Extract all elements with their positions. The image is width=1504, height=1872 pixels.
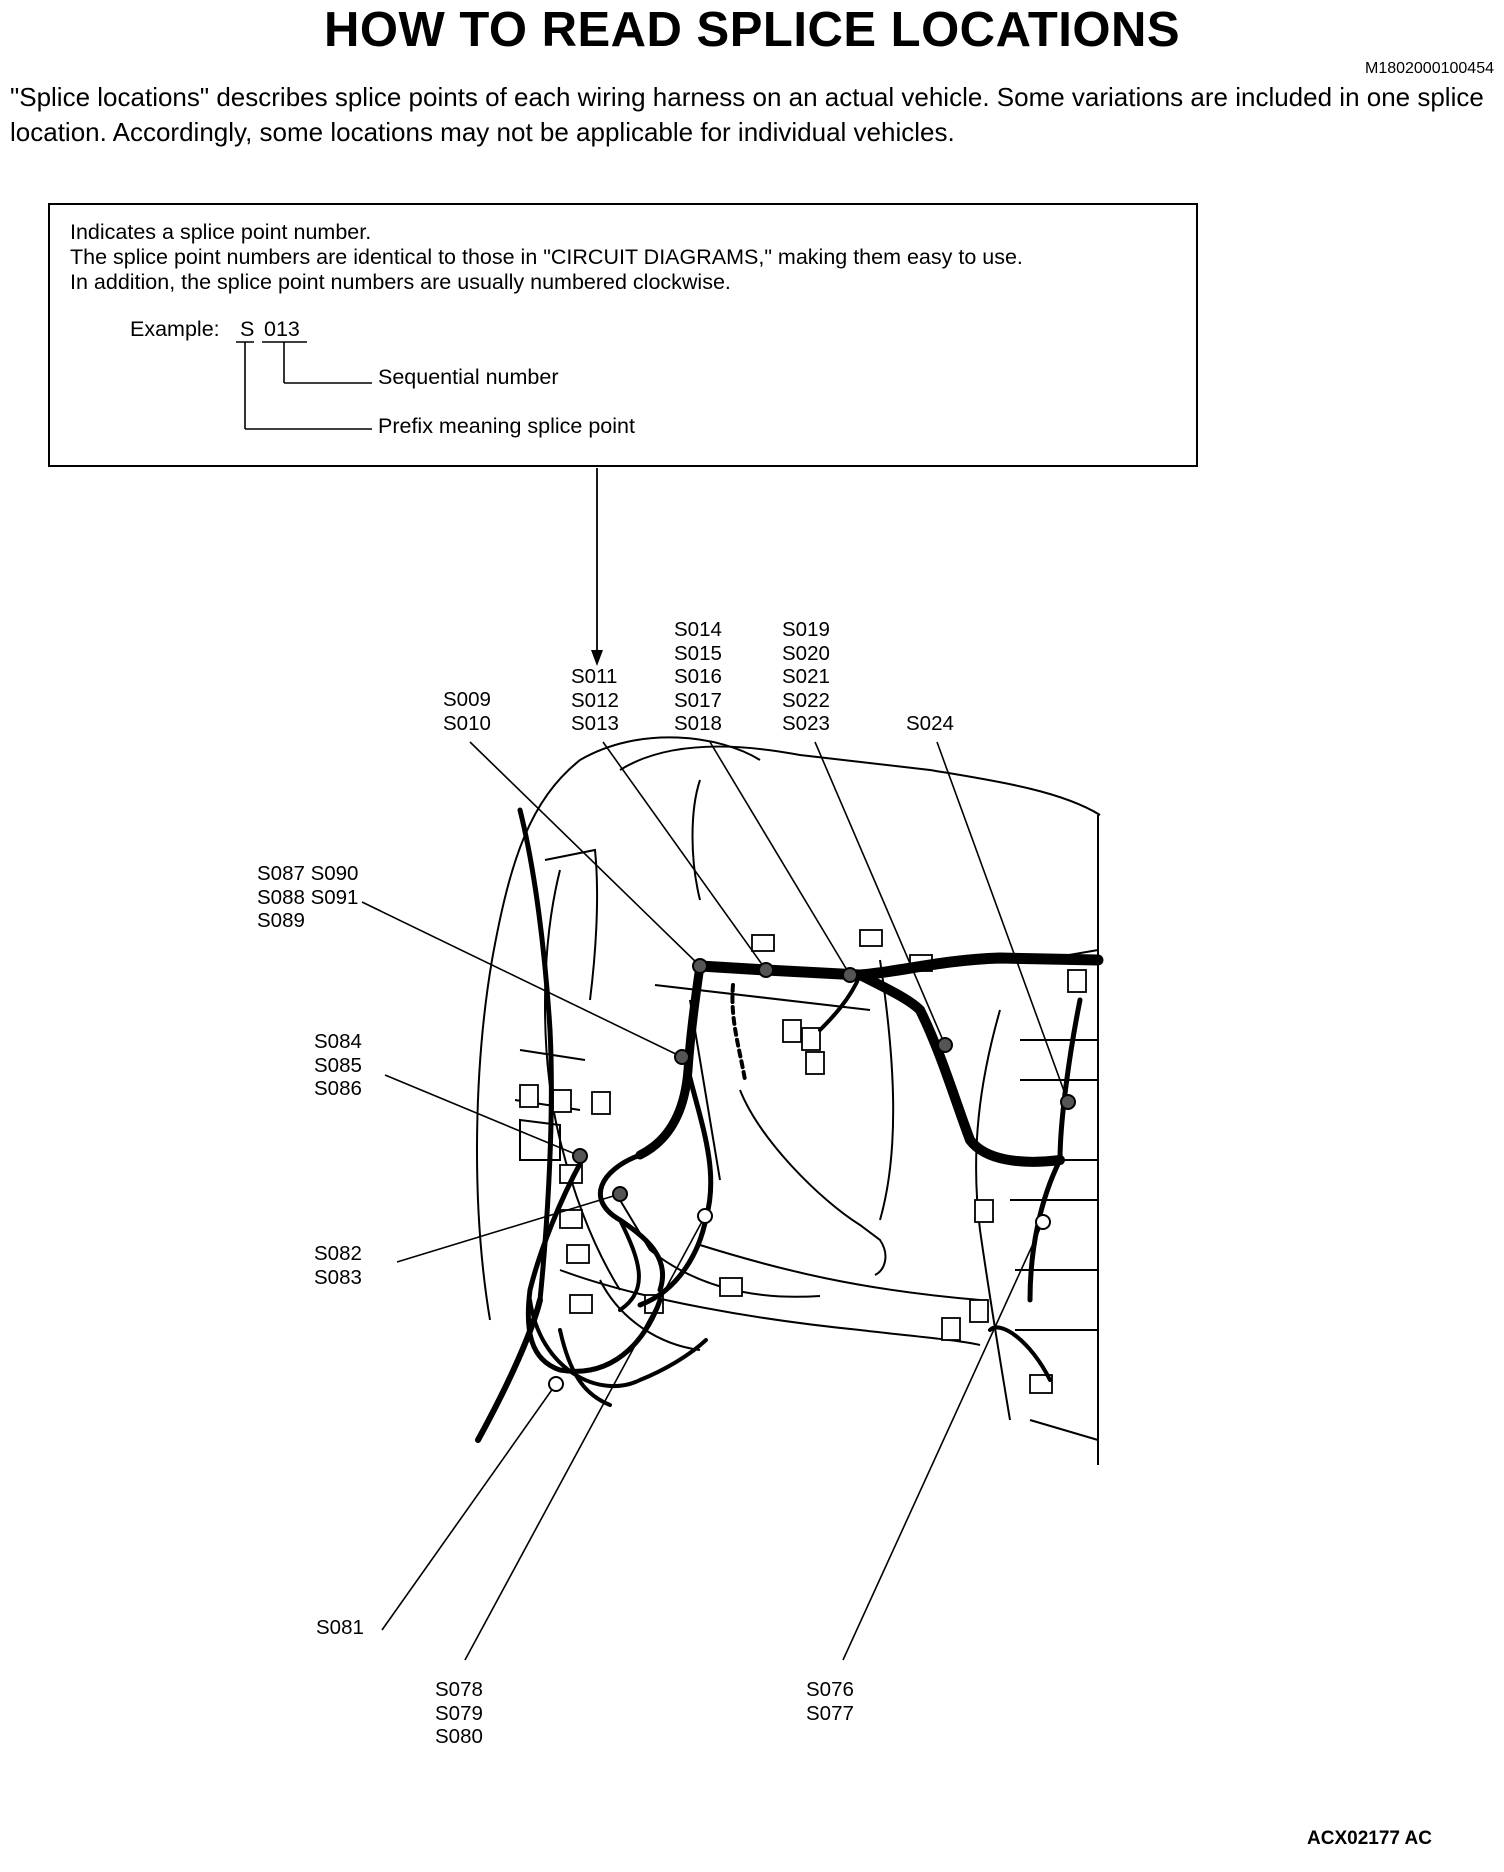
vehicle-outline [476, 736, 1101, 1465]
splice-label-s024: S024 [906, 712, 954, 735]
splice-label-s081: S081 [316, 1616, 364, 1639]
splice-label-s087-s091: S087 S090 S088 S091 S089 [257, 862, 359, 932]
splice-point-s078 [697, 1208, 713, 1224]
splice-point-s009 [692, 958, 708, 974]
splice-number-info-box: Indicates a splice point number. The spl… [48, 203, 1198, 467]
splice-label-s009-s010: S009 S010 [443, 688, 491, 735]
info-line-2: The splice point numbers are identical t… [70, 245, 1023, 269]
sequential-number-label: Sequential number [378, 365, 559, 389]
splice-label-s078-s080: S078 S079 S080 [435, 1678, 483, 1748]
splice-label-s082-s083: S082 S083 [314, 1242, 362, 1289]
splice-point-s087 [674, 1049, 690, 1065]
connector-blocks [519, 929, 1087, 1394]
splice-points [548, 958, 1076, 1392]
splice-point-s084 [572, 1148, 588, 1164]
page-title: HOW TO READ SPLICE LOCATIONS [323, 3, 1181, 57]
prefix-label: Prefix meaning splice point [378, 414, 635, 438]
example-label: Example: [130, 317, 220, 341]
figure-code: ACX02177 AC [1307, 1828, 1432, 1849]
splice-point-s076 [1035, 1214, 1051, 1230]
splice-label-s014-s018: S014 S015 S016 S017 S018 [674, 618, 722, 735]
splice-label-s019-s023: S019 S020 S021 S022 S023 [782, 618, 830, 735]
splice-label-s084-s086: S084 S085 S086 [314, 1030, 362, 1100]
splice-point-s011 [758, 962, 774, 978]
example-brackets [236, 341, 372, 430]
splice-point-s024 [1060, 1094, 1076, 1110]
wiring-harness [475, 807, 1104, 1443]
example-prefix: S [240, 317, 255, 341]
splice-point-s019 [937, 1037, 953, 1053]
splice-point-s014 [842, 967, 858, 983]
splice-point-s081 [548, 1376, 564, 1392]
splice-point-s082 [612, 1186, 628, 1202]
document-id: M1802000100454 [1364, 60, 1494, 77]
leader-lines [361, 741, 1069, 1661]
info-line-3: In addition, the splice point numbers ar… [70, 270, 731, 294]
intro-paragraph: "Splice locations" describes splice poin… [10, 82, 1484, 147]
info-line-1: Indicates a splice point number. [70, 220, 372, 244]
example-number: 013 [264, 317, 300, 341]
splice-label-s011-s013: S011 S012 S013 [571, 665, 619, 735]
pointer-arrow [591, 468, 603, 666]
splice-label-s076-s077: S076 S077 [806, 1678, 854, 1725]
